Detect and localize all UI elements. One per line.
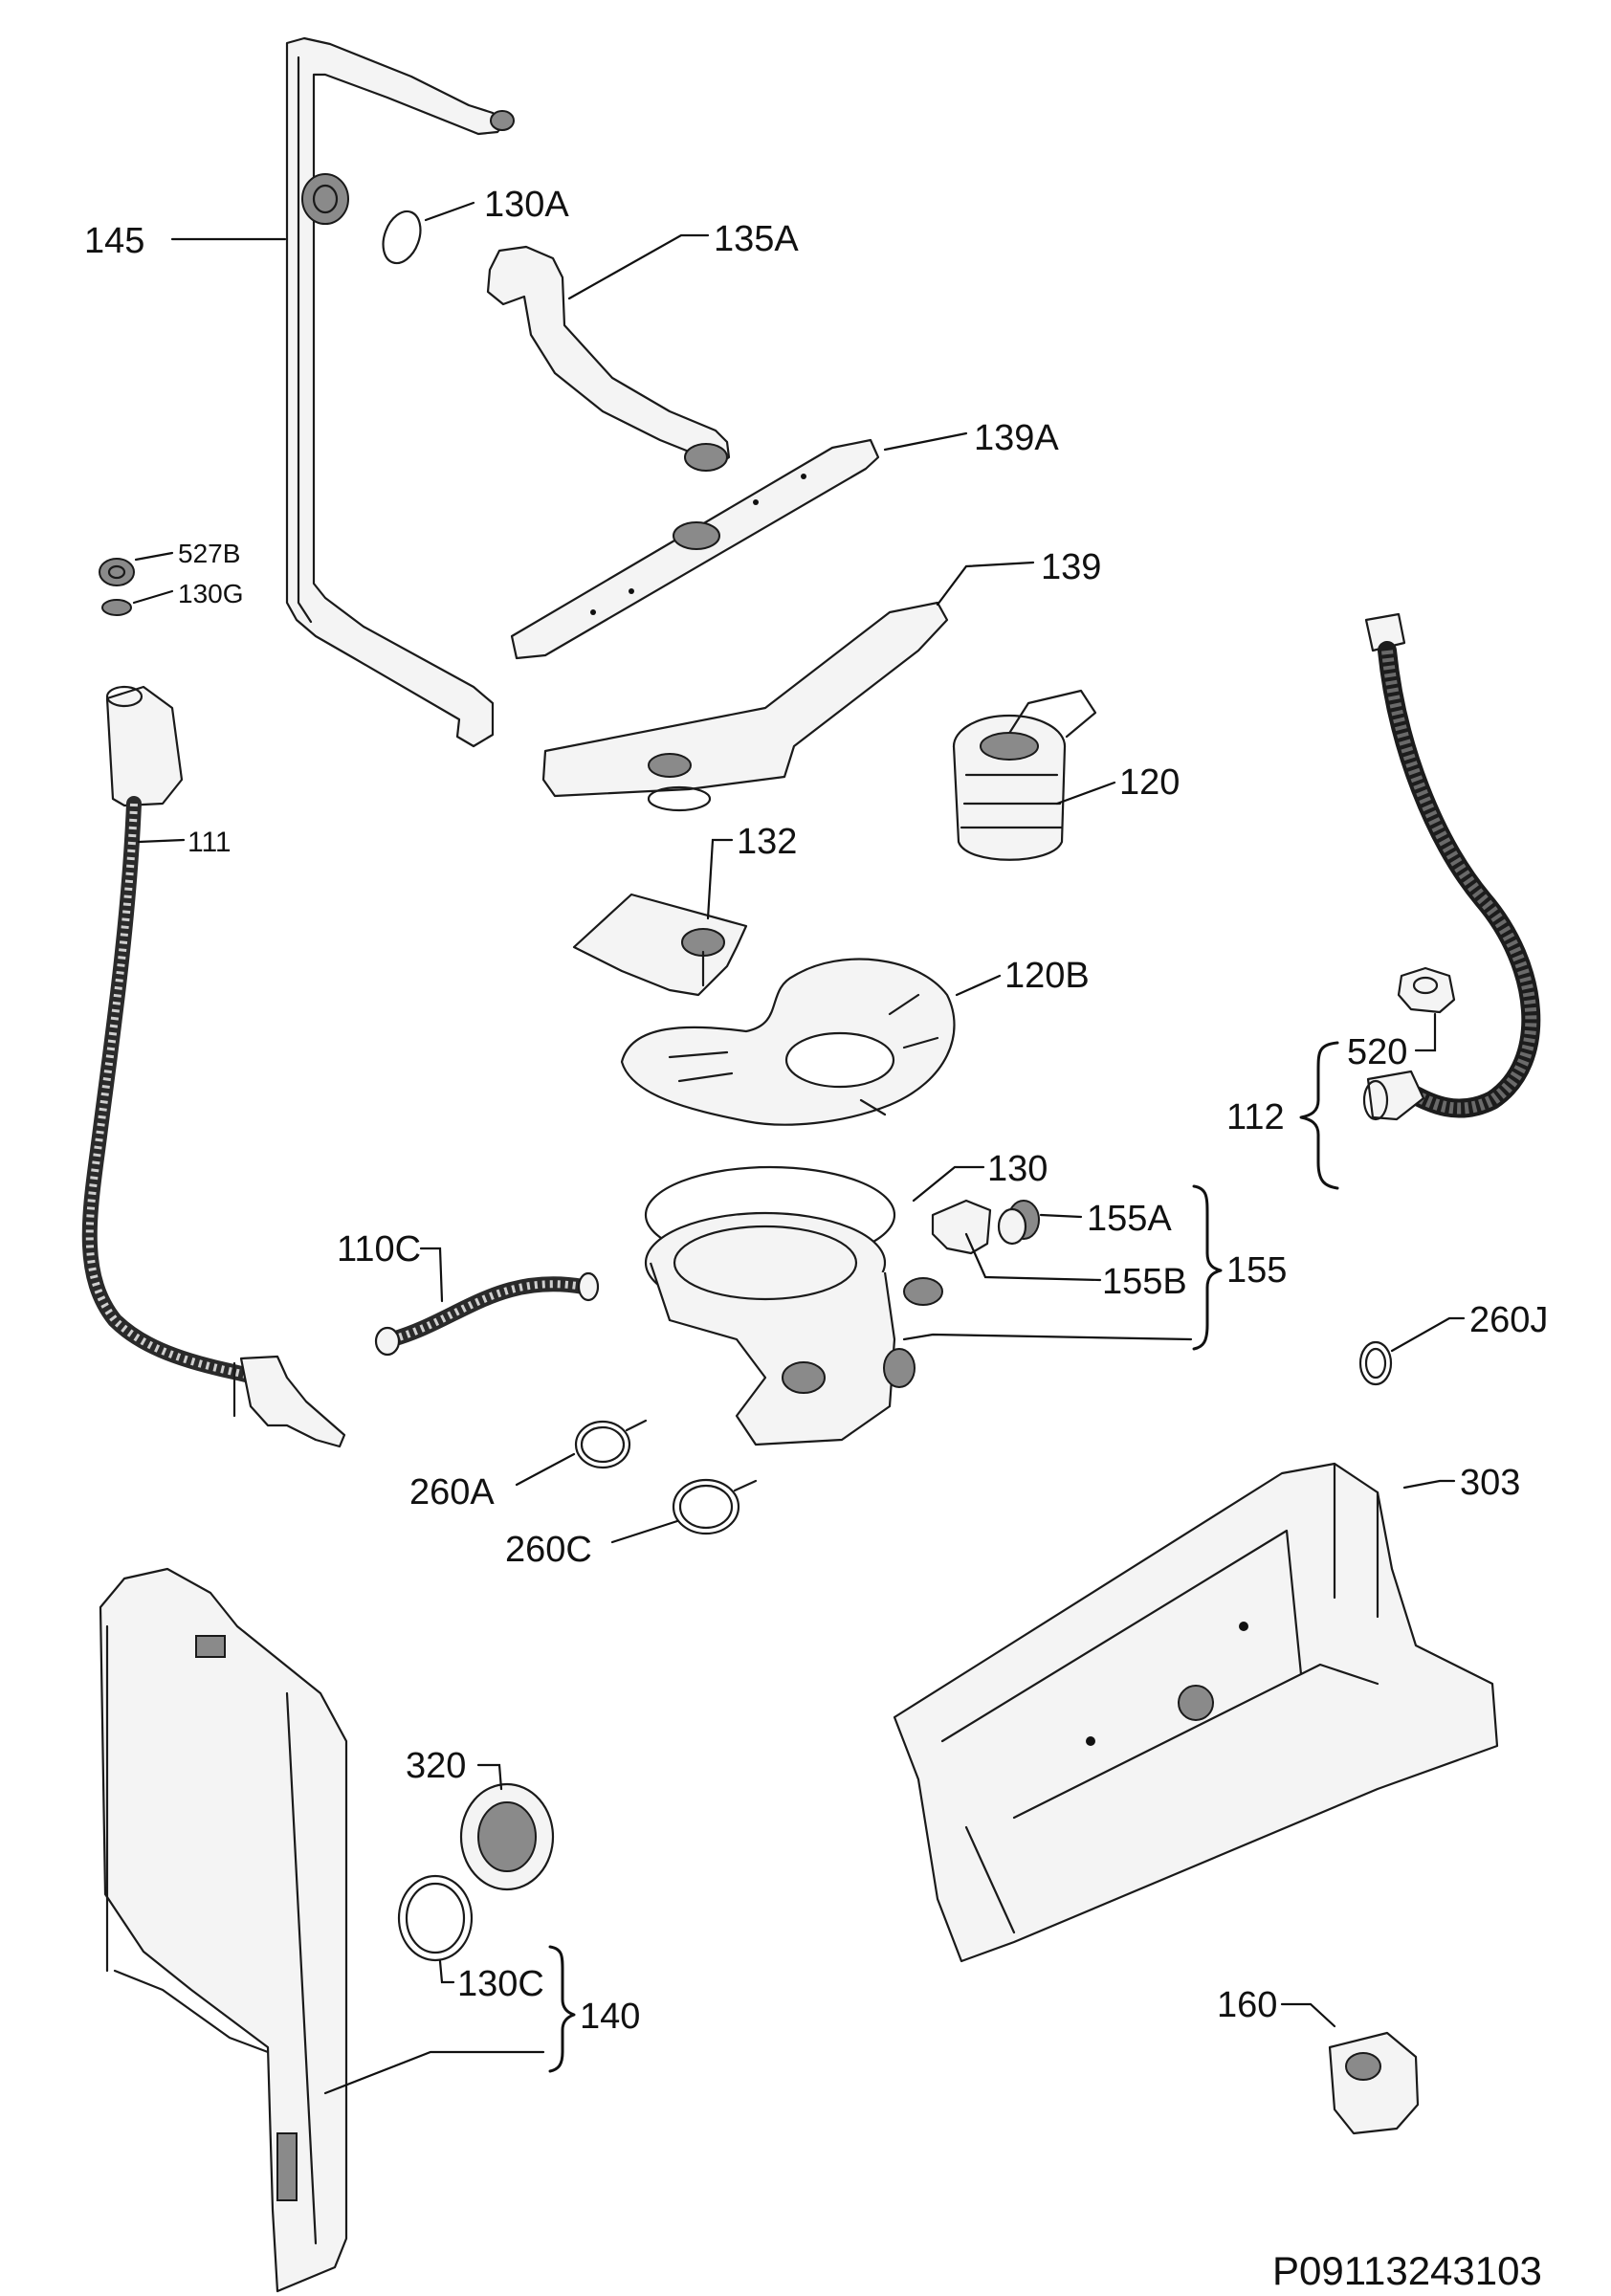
label-527b: 527B bbox=[178, 539, 240, 568]
part-145-spray-pipe bbox=[285, 36, 515, 748]
part-112-drain-hose bbox=[1362, 612, 1541, 1121]
brace-112 bbox=[1299, 1041, 1339, 1190]
leader-130 bbox=[912, 1165, 985, 1203]
label-130: 130 bbox=[987, 1149, 1048, 1189]
leader-160 bbox=[1280, 2002, 1336, 2028]
part-120b-filter-plate bbox=[620, 958, 956, 1126]
part-160-valve bbox=[1328, 2031, 1420, 2135]
label-320: 320 bbox=[406, 1746, 466, 1786]
part-132-bracket bbox=[572, 893, 748, 997]
leader-260c bbox=[610, 1519, 679, 1544]
leader-260j bbox=[1390, 1316, 1466, 1353]
leader-155a bbox=[1039, 1213, 1083, 1219]
label-130a: 130A bbox=[484, 185, 569, 225]
part-155b-cover bbox=[931, 1199, 992, 1255]
leader-sump bbox=[902, 1333, 1193, 1341]
label-111: 111 bbox=[188, 827, 232, 858]
part-303-base-tray bbox=[893, 1462, 1499, 1963]
label-520: 520 bbox=[1347, 1032, 1407, 1072]
label-155a: 155A bbox=[1087, 1199, 1172, 1239]
part-320-seal bbox=[459, 1782, 555, 1891]
label-130c: 130C bbox=[457, 1964, 544, 2004]
label-155: 155 bbox=[1226, 1250, 1287, 1291]
part-130a-o-ring bbox=[382, 210, 422, 265]
leader-lines bbox=[132, 201, 1466, 2095]
label-132: 132 bbox=[737, 822, 797, 862]
label-139: 139 bbox=[1041, 547, 1101, 587]
part-135a-pipe bbox=[486, 245, 731, 472]
leader-139 bbox=[936, 561, 1035, 607]
part-139a-upper-spray-arm bbox=[510, 438, 880, 660]
leader-140 bbox=[323, 2050, 545, 2095]
label-260j: 260J bbox=[1469, 1300, 1548, 1340]
part-140-side-panel bbox=[99, 1567, 348, 2293]
part-520-clip bbox=[1397, 966, 1456, 1014]
part-labels: 145 130A 135A 139A 527B 130G 139 111 120… bbox=[84, 185, 1548, 2293]
leader-527b bbox=[134, 551, 174, 562]
leader-139a bbox=[883, 431, 968, 452]
label-139a: 139A bbox=[974, 418, 1059, 458]
leader-132 bbox=[706, 838, 734, 920]
leader-155b bbox=[964, 1232, 1102, 1282]
label-110c: 110C bbox=[337, 1229, 421, 1269]
part-130c-o-ring bbox=[397, 1874, 474, 1962]
part-139-lower-spray-arm bbox=[541, 601, 949, 812]
label-160: 160 bbox=[1217, 1985, 1277, 2025]
part-527b-nut bbox=[99, 558, 135, 586]
label-120: 120 bbox=[1119, 762, 1180, 803]
leader-111 bbox=[137, 838, 186, 844]
part-260j-clamp bbox=[1358, 1340, 1393, 1386]
label-155b: 155B bbox=[1102, 1262, 1187, 1302]
part-260c-clamp bbox=[672, 1478, 758, 1535]
leader-120 bbox=[1055, 781, 1116, 806]
label-145: 145 bbox=[84, 221, 144, 261]
label-260a: 260A bbox=[409, 1472, 495, 1512]
label-120b: 120B bbox=[1004, 956, 1090, 996]
part-130g-seal bbox=[101, 599, 132, 616]
leader-120b bbox=[955, 974, 1002, 997]
leader-303 bbox=[1402, 1479, 1456, 1490]
part-155a-connector bbox=[997, 1200, 1040, 1246]
part-sump-assembly bbox=[644, 1211, 943, 1446]
diagram-code: P09113243103 bbox=[1272, 2248, 1542, 2293]
label-260c: 260C bbox=[505, 1530, 592, 1570]
part-120-filter bbox=[952, 689, 1097, 861]
leader-130g bbox=[132, 589, 174, 605]
part-111-inlet-hose bbox=[81, 685, 346, 1448]
brace-155 bbox=[1192, 1184, 1223, 1351]
part-260a-clamp bbox=[574, 1419, 648, 1469]
label-112: 112 bbox=[1226, 1097, 1285, 1137]
leader-135a bbox=[567, 233, 710, 300]
brace-140 bbox=[548, 1945, 576, 2073]
label-135a: 135A bbox=[714, 219, 799, 259]
leader-320 bbox=[476, 1763, 503, 1791]
label-140: 140 bbox=[580, 1997, 640, 2037]
leader-520 bbox=[1414, 1012, 1437, 1052]
label-303: 303 bbox=[1460, 1463, 1520, 1503]
leader-130a bbox=[424, 201, 475, 222]
leader-130c bbox=[438, 1959, 455, 1984]
label-130g: 130G bbox=[178, 579, 244, 608]
leader-260a bbox=[515, 1452, 576, 1487]
leader-110c bbox=[419, 1247, 444, 1303]
part-110c-hose bbox=[374, 1271, 600, 1357]
